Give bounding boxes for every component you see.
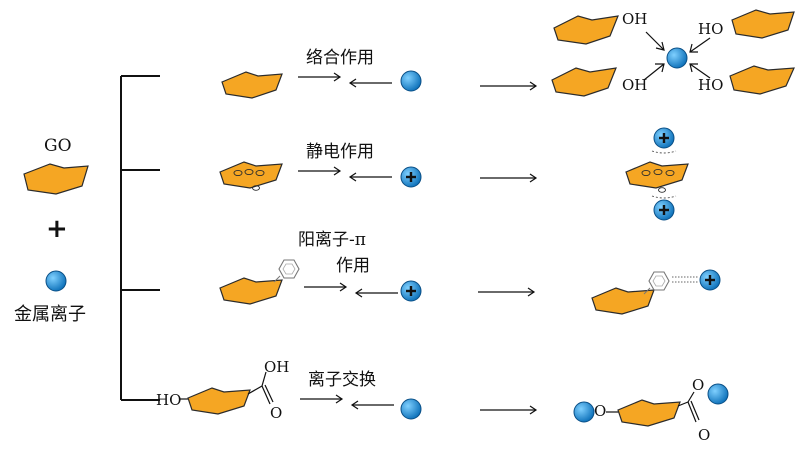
row3-aromatic-go-sheet xyxy=(219,259,300,305)
row2-equilibrium-arrows xyxy=(298,166,392,182)
complex-product xyxy=(551,9,795,97)
ion-exchange-product-o-left: O xyxy=(594,402,607,420)
ion-exchange-label: 离子交换 xyxy=(308,370,376,390)
row1-metal-ion xyxy=(400,70,422,92)
complex-oh-top: OH xyxy=(622,10,648,28)
branch-bracket xyxy=(120,75,160,401)
electrostatic-label: 静电作用 xyxy=(306,142,374,162)
cation-pi-label-line2: 作用 xyxy=(336,256,370,276)
row2-charged-go-sheet xyxy=(219,161,283,191)
row1-reaction-arrow xyxy=(480,81,538,91)
complexation-label: 络合作用 xyxy=(306,48,374,68)
complex-ho-top: HO xyxy=(698,20,724,38)
row1-go-sheet xyxy=(221,71,283,99)
go-sheet-icon xyxy=(23,163,89,195)
row4-reaction-arrow xyxy=(480,405,538,415)
ion-exchange-reactant-o: O xyxy=(270,404,283,422)
ion-exchange-reactant-ho: HO xyxy=(156,391,182,409)
row4-metal-ion xyxy=(400,398,422,420)
row3-cation xyxy=(400,280,422,302)
row1-equilibrium-arrows xyxy=(298,72,392,88)
go-label: GO xyxy=(44,136,72,156)
row3-reaction-arrow xyxy=(478,287,536,297)
ion-exchange-product-o-bottom: O xyxy=(698,426,711,444)
row3-equilibrium-arrows xyxy=(304,282,398,298)
metal-ion-label: 金属离子 xyxy=(14,304,86,325)
row4-equilibrium-arrows xyxy=(300,394,394,410)
metal-ion-icon xyxy=(45,270,67,292)
ion-exchange-product-o-top: O xyxy=(692,376,705,394)
ion-exchange-reactant-oh: OH xyxy=(264,358,290,376)
ion-exchange-product xyxy=(573,383,729,427)
row4-carboxyl-go-sheet xyxy=(180,371,274,415)
cation-pi-label-line1: 阳离子-π xyxy=(298,230,366,250)
complex-oh-bottom: OH xyxy=(622,76,648,94)
row2-cation xyxy=(400,166,422,188)
plus-sign: + xyxy=(46,214,68,244)
row2-reaction-arrow xyxy=(480,173,538,183)
complex-ho-bottom: HO xyxy=(698,76,724,94)
electrostatic-product xyxy=(625,127,689,221)
cation-pi-product xyxy=(591,269,721,315)
